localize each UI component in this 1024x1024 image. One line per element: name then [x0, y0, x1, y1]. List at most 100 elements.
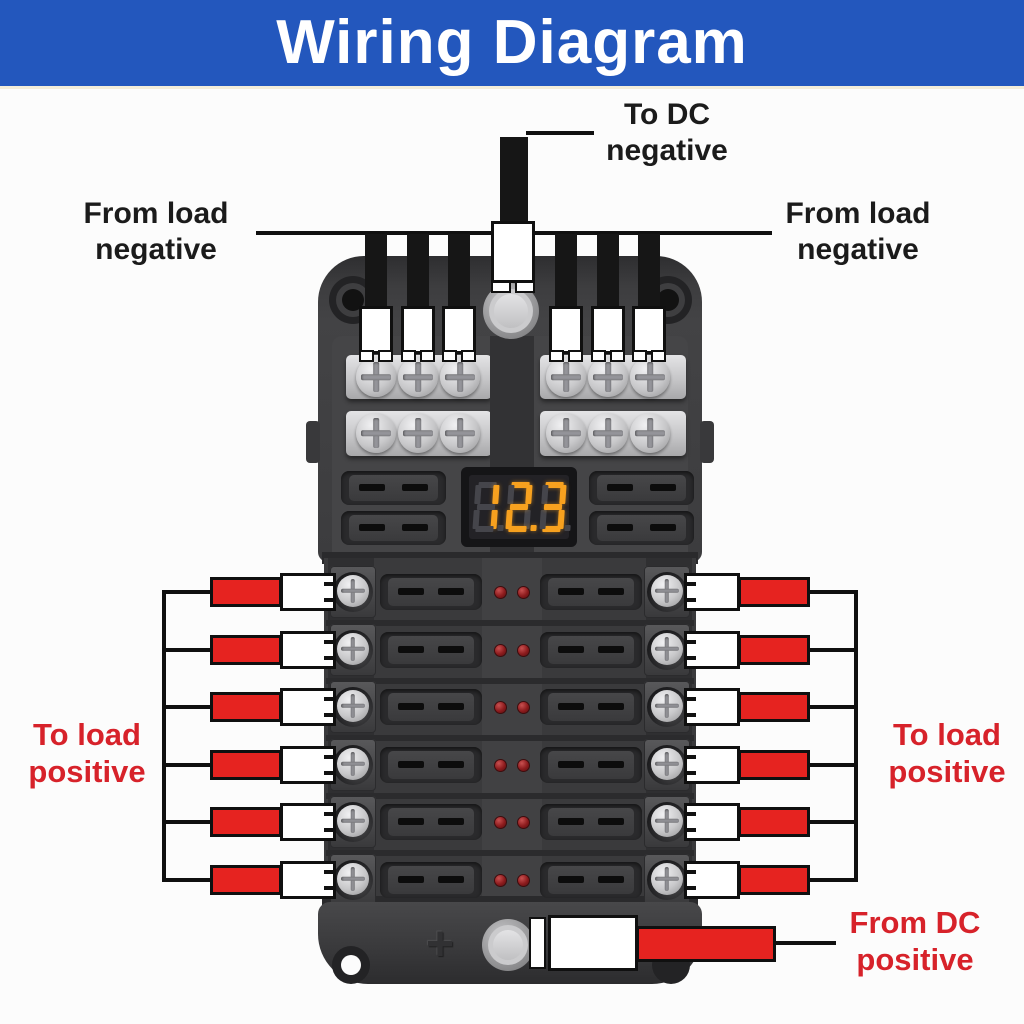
bus-screw — [398, 413, 438, 453]
fuse-slot — [359, 484, 385, 491]
wire-terminal — [684, 746, 740, 784]
blown-fuse-led — [517, 759, 530, 772]
voltmeter-display — [469, 475, 571, 539]
terminal-notch — [324, 582, 333, 586]
wire-terminal — [280, 631, 336, 669]
dc-positive-crimp — [529, 917, 546, 969]
row-divider — [326, 678, 694, 684]
mounting-hole-center — [341, 955, 361, 975]
load-negative-wire — [638, 234, 660, 310]
display-segment — [476, 504, 496, 510]
wire-terminal — [280, 688, 336, 726]
terminal-notch — [324, 886, 333, 890]
terminal-notch — [687, 582, 696, 586]
bus-screw — [630, 413, 670, 453]
display-segment — [507, 485, 515, 504]
fuse-slot — [398, 588, 424, 595]
bus-screw — [356, 357, 396, 397]
fuse-slot — [598, 761, 624, 768]
fuse-slot — [398, 761, 424, 768]
load-negative-wire — [407, 234, 429, 310]
wire-terminal — [684, 688, 740, 726]
fuse-slot — [359, 524, 385, 531]
terminal-notch — [324, 656, 333, 660]
terminal-notch — [687, 771, 696, 775]
label-line: negative — [797, 233, 919, 266]
terminal-notch — [324, 870, 333, 874]
load-positive-bus-left — [162, 590, 166, 882]
wire-terminal — [442, 306, 476, 354]
fuse-slot — [598, 876, 624, 883]
circuit-stub-line — [808, 878, 856, 882]
terminal-crimp — [378, 350, 393, 362]
callout-line-from-load-negative-left — [256, 231, 494, 235]
terminal-crimp — [461, 350, 476, 362]
terminal-notch — [324, 640, 333, 644]
wire-terminal — [549, 306, 583, 354]
fuse-slot — [398, 703, 424, 710]
wire-terminal — [684, 631, 740, 669]
label-to-load-positive-left: To load positive — [7, 716, 167, 790]
fuse-slot — [558, 761, 584, 768]
terminal-screw — [337, 633, 369, 665]
row-divider — [326, 850, 694, 856]
terminal-crimp — [549, 350, 564, 362]
load-negative-wire — [448, 234, 470, 310]
fuse-slot — [398, 818, 424, 825]
positive-marking: + — [425, 918, 455, 971]
fuse-slot — [598, 703, 624, 710]
negative-stud-top — [494, 294, 528, 328]
terminal-screw — [337, 863, 369, 895]
fuse-slot — [438, 876, 464, 883]
terminal-notch — [324, 812, 333, 816]
terminal-crimp — [651, 350, 666, 362]
display-digit — [472, 482, 505, 532]
terminal-notch — [687, 598, 696, 602]
display-segment — [558, 485, 567, 504]
bus-screw — [356, 413, 396, 453]
terminal-notch — [687, 656, 696, 660]
bus-screw — [588, 357, 628, 397]
circuit-stub-line — [808, 590, 856, 594]
fuse-slot — [558, 876, 584, 883]
blown-fuse-led — [494, 874, 507, 887]
load-negative-wire — [365, 234, 387, 310]
load-negative-wire — [555, 234, 577, 310]
terminal-crimp — [568, 350, 583, 362]
label-line: positive — [28, 754, 146, 789]
load-negative-wire — [597, 234, 619, 310]
display-segment — [510, 504, 529, 510]
wire-terminal — [684, 861, 740, 899]
load-positive-wire — [738, 807, 810, 837]
label-line: To load — [33, 717, 141, 752]
terminal-screw — [337, 575, 369, 607]
wire-terminal — [684, 573, 740, 611]
display-decimal-point — [530, 525, 538, 531]
blown-fuse-led — [494, 586, 507, 599]
header-banner: Wiring Diagram — [0, 0, 1024, 86]
fuse-slot — [598, 818, 624, 825]
label-line: From load — [83, 197, 229, 230]
terminal-crimp — [491, 281, 511, 293]
wire-terminal — [401, 306, 435, 354]
terminal-screw — [651, 690, 683, 722]
dc-positive-wire — [636, 926, 776, 962]
dc-negative-wire — [500, 137, 528, 225]
terminal-notch — [687, 640, 696, 644]
blown-fuse-led — [494, 644, 507, 657]
fuse-slot — [438, 588, 464, 595]
label-line: negative — [95, 233, 217, 266]
terminal-screw — [651, 863, 683, 895]
load-positive-wire — [210, 692, 282, 722]
terminal-crimp — [591, 350, 606, 362]
wire-terminal — [280, 861, 336, 899]
fuse-slot — [558, 588, 584, 595]
circuit-stub-line — [808, 763, 856, 767]
terminal-notch — [687, 713, 696, 717]
terminal-notch — [687, 755, 696, 759]
terminal-crimp — [610, 350, 625, 362]
terminal-screw — [337, 690, 369, 722]
fuse-slot — [650, 484, 676, 491]
callout-line-from-load-negative-right — [532, 231, 772, 235]
circuit-stub-line — [808, 705, 856, 709]
